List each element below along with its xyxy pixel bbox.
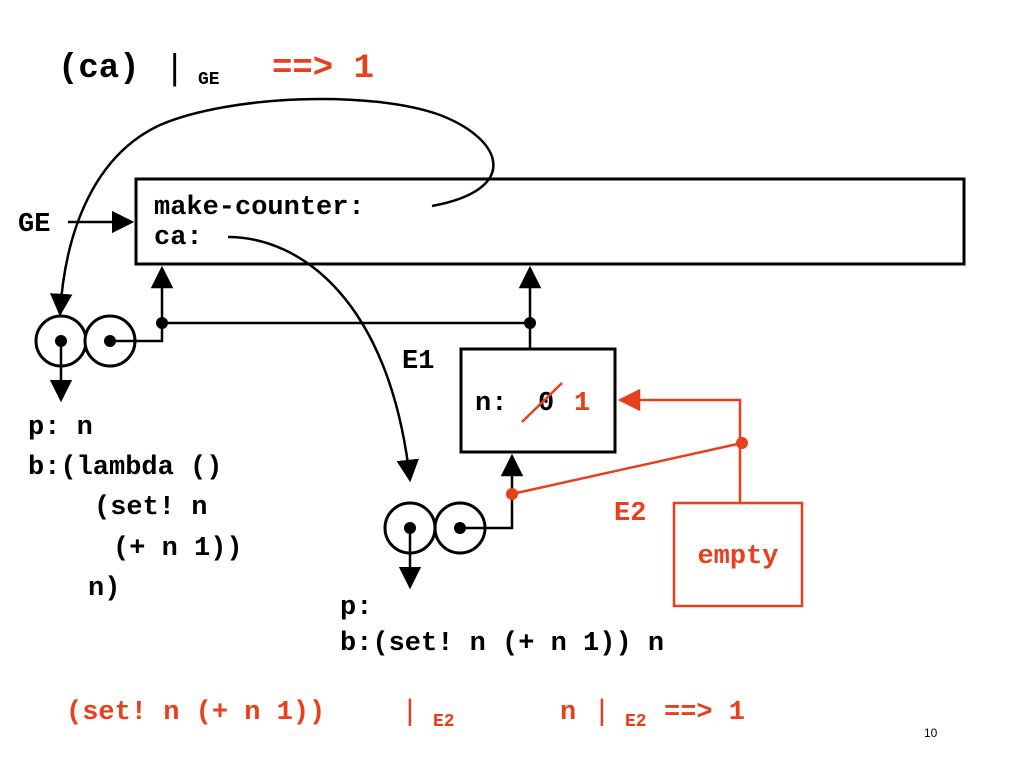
e2-frame [672, 501, 804, 608]
global-environment-label: GE [18, 210, 50, 240]
header-environment: GE [198, 70, 220, 90]
strike-through [521, 382, 563, 423]
env-pointer-dot [104, 335, 116, 347]
footer-right-environment: E2 [625, 712, 647, 732]
make-counter-binding-arrow [49, 97, 495, 317]
footer-left-bar: | [406, 694, 414, 727]
procedure-body-line: (set! n [94, 493, 207, 523]
header-evaluation-bar: | [170, 46, 179, 87]
code-pointer-dot [55, 335, 67, 347]
footer-left-environment: E2 [433, 712, 455, 732]
procedure-ca: p: b:(set! n (+ n 1)) n [340, 453, 664, 659]
procedure-body-line: b:(lambda () [28, 453, 222, 483]
footer-right-expression: n [560, 698, 576, 728]
binding-ca: ca: [154, 223, 203, 253]
e2-label: E2 [614, 499, 646, 529]
e2-content: empty [697, 542, 778, 572]
environment-e2: E2 empty [506, 388, 804, 608]
footer-right-bar: | [598, 694, 606, 727]
slide-number: 10 [924, 726, 938, 740]
e1-label: E1 [402, 347, 434, 377]
ca-binding-arrow [227, 235, 419, 483]
env-pointer-arrow [466, 453, 524, 530]
footer: (set! n (+ n 1)) | E2 n | E2 ==> 1 [66, 694, 745, 732]
procedure-params: p: [340, 593, 372, 623]
procedure-body: b:(set! n (+ n 1)) n [340, 629, 664, 659]
footer-right-result: ==> 1 [664, 698, 745, 728]
procedure-params: p: n [28, 413, 93, 443]
e2-procedure-link [511, 441, 743, 496]
e1-variable: n: [475, 389, 507, 419]
header: (ca) | GE ==> 1 [58, 46, 374, 90]
footer-left-expression: (set! n (+ n 1)) [66, 698, 325, 728]
code-pointer-dot [404, 522, 416, 534]
env-pointer-dot [454, 522, 466, 534]
junction-dot [506, 488, 518, 500]
global-environment: make-counter: ca: GE [18, 177, 966, 266]
procedure-make-counter: p: n b:(lambda () (set! n (+ n 1)) n) [28, 265, 542, 604]
environment-e1: E1 n: 0 1 [402, 347, 617, 454]
env-pointer-arrow [116, 265, 174, 343]
e2-parent-arrow [617, 388, 742, 443]
e1-frame [459, 347, 617, 454]
header-expression: (ca) [58, 50, 140, 88]
e1-old-value: 0 [538, 389, 554, 419]
procedure-body-line: n) [88, 574, 120, 604]
global-environment-frame [134, 177, 966, 266]
binding-make-counter: make-counter: [154, 193, 365, 223]
header-result: ==> 1 [272, 50, 374, 88]
procedure-body-line: (+ n 1)) [113, 534, 243, 564]
e1-new-value: 1 [574, 389, 590, 419]
